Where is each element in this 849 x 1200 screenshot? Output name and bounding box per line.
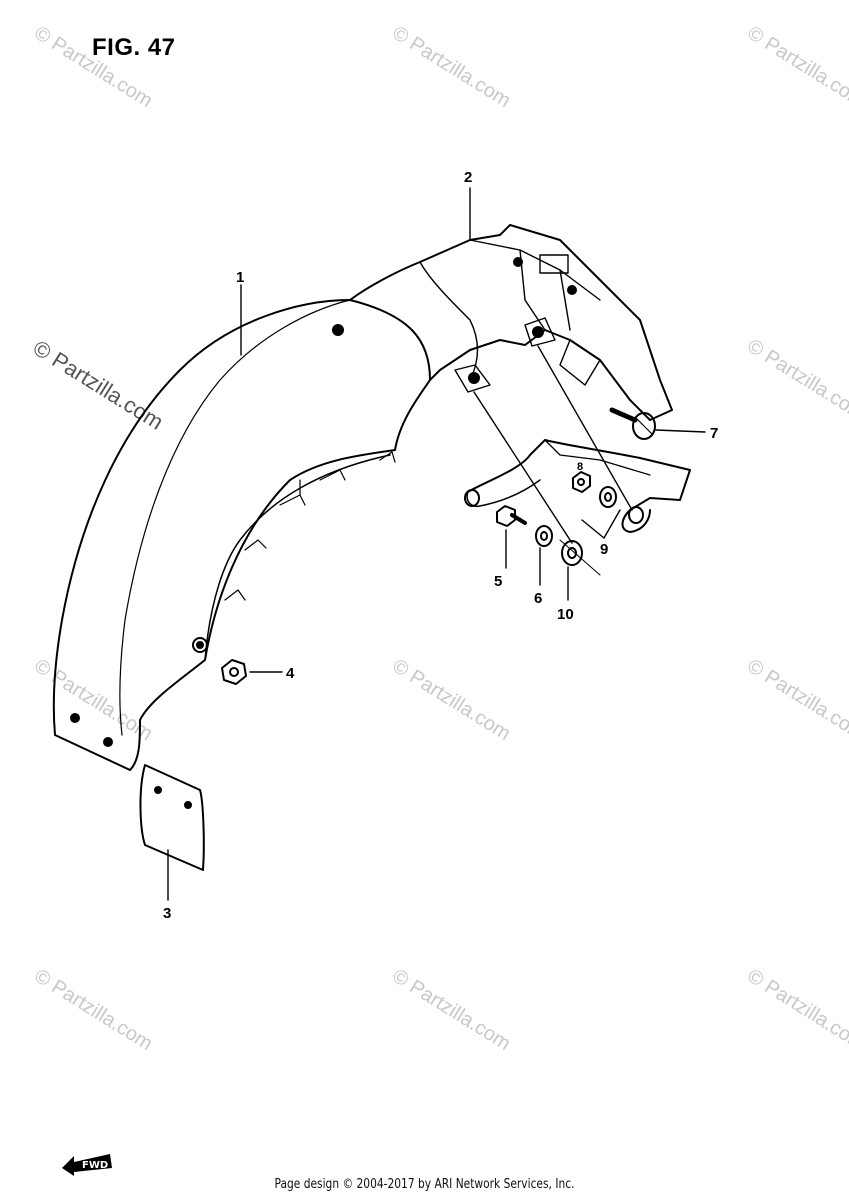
callout-6: 6 [534,590,542,607]
washer-part-6[interactable] [535,525,553,547]
callout-4: 4 [286,665,295,682]
figure-title: FIG. 47 [92,34,176,61]
callout-5: 5 [494,573,502,590]
callout-10: 10 [557,606,574,623]
nut-part-10[interactable] [561,540,583,566]
washer-part-9[interactable] [599,486,617,508]
callout-2: 2 [464,169,472,186]
bolt-part-5[interactable] [496,505,527,527]
rear-fender-part[interactable] [52,299,431,771]
callout-9: 9 [600,541,608,558]
nut-part-8[interactable] [572,471,591,493]
leader-lines [167,187,706,901]
callout-3: 3 [163,905,171,922]
callout-1: 1 [236,269,244,286]
callout-8: 8 [577,461,583,473]
svg-text:FWD: FWD [82,1160,108,1171]
fender-bracket-part[interactable] [349,224,673,421]
front-arrow-icon: FWD [62,1154,112,1176]
nut-part[interactable] [221,659,247,685]
footer-copyright: Page design © 2004-2017 by ARI Network S… [274,1177,575,1192]
bolt-part-7[interactable] [609,407,656,440]
fender-stay-part[interactable] [464,439,691,533]
callout-7: 7 [710,425,718,442]
mud-flap-plate-part[interactable] [139,764,205,871]
